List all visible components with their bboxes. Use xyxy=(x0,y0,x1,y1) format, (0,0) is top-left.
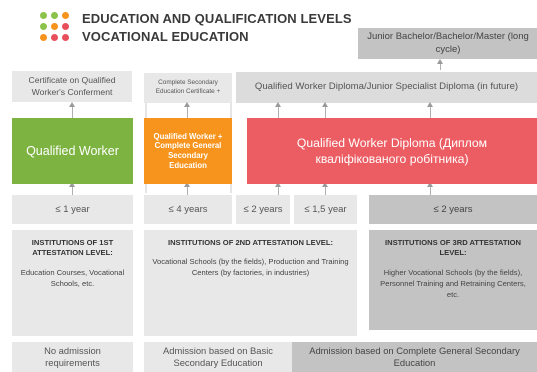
logo-dot xyxy=(51,12,58,19)
qualified-worker-diploma-box: Qualified Worker Diploma (Диплом кваліфі… xyxy=(247,118,537,184)
logo-dot xyxy=(51,34,58,41)
institutions-level-3: INSTITUTIONS OF 3RD ATTESTATION LEVEL: H… xyxy=(369,230,537,330)
arrow-up-icon xyxy=(322,182,328,195)
arrow-up-icon xyxy=(69,102,75,118)
page-title: EDUCATION AND QUALIFICATION LEVELS xyxy=(82,11,352,26)
logo-dot xyxy=(40,23,47,30)
qualified-worker-box: Qualified Worker xyxy=(12,118,133,184)
arrow-up-icon xyxy=(275,102,281,118)
arrow-up-icon xyxy=(427,182,433,195)
logo-dot xyxy=(62,34,69,41)
duration-5: ≤ 2 years xyxy=(369,195,537,224)
future-diploma-box: Qualified Worker Diploma/Junior Speciali… xyxy=(236,72,537,103)
institutions-level-1-text: Education Courses, Vocational Schools, e… xyxy=(20,267,125,288)
logo-dot xyxy=(40,34,47,41)
institutions-level-1: INSTITUTIONS OF 1ST ATTESTATION LEVEL: E… xyxy=(12,230,133,336)
duration-1: ≤ 1 year xyxy=(12,195,133,224)
admission-none: No admission requirements xyxy=(12,342,133,372)
institutions-level-2-text: Vocational Schools (by the fields), Prod… xyxy=(152,257,349,278)
institutions-level-3-title: INSTITUTIONS OF 3RD ATTESTATION LEVEL: xyxy=(385,238,521,258)
arrow-up-icon xyxy=(184,182,190,195)
arrow-up-icon xyxy=(184,102,190,118)
bachelor-box: Junior Bachelor/Bachelor/Master (long cy… xyxy=(358,28,537,59)
arrow-up-icon xyxy=(437,59,443,70)
duration-4: ≤ 1,5 year xyxy=(294,195,357,224)
certificate-conferment-box: Certificate on Qualified Worker's Confer… xyxy=(12,71,132,102)
institutions-level-2-title: INSTITUTIONS OF 2ND ATTESTATION LEVEL: xyxy=(167,238,334,247)
arrow-up-icon xyxy=(275,182,281,195)
logo-dot xyxy=(62,23,69,30)
admission-complete: Admission based on Complete General Seco… xyxy=(292,342,537,372)
page-subtitle: VOCATIONAL EDUCATION xyxy=(82,29,249,44)
qualified-worker-secondary-box: Qualified Worker + Complete General Seco… xyxy=(144,118,232,184)
logo-dot xyxy=(62,12,69,19)
institutions-level-2: INSTITUTIONS OF 2ND ATTESTATION LEVEL: V… xyxy=(144,230,357,336)
arrow-up-icon xyxy=(69,182,75,195)
secondary-certificate-box: Complete Secondary Education Certificate… xyxy=(144,73,232,103)
duration-3: ≤ 2 years xyxy=(236,195,290,224)
logo-dot xyxy=(40,12,47,19)
institutions-level-1-title: INSTITUTIONS OF 1ST ATTESTATION LEVEL: xyxy=(31,238,114,258)
institutions-level-3-text: Higher Vocational Schools (by the fields… xyxy=(380,267,526,299)
arrow-up-icon xyxy=(427,102,433,118)
arrow-up-icon xyxy=(322,102,328,118)
admission-basic: Admission based on Basic Secondary Educa… xyxy=(144,342,292,372)
logo-dot xyxy=(51,23,58,30)
duration-2: ≤ 4 years xyxy=(144,195,232,224)
